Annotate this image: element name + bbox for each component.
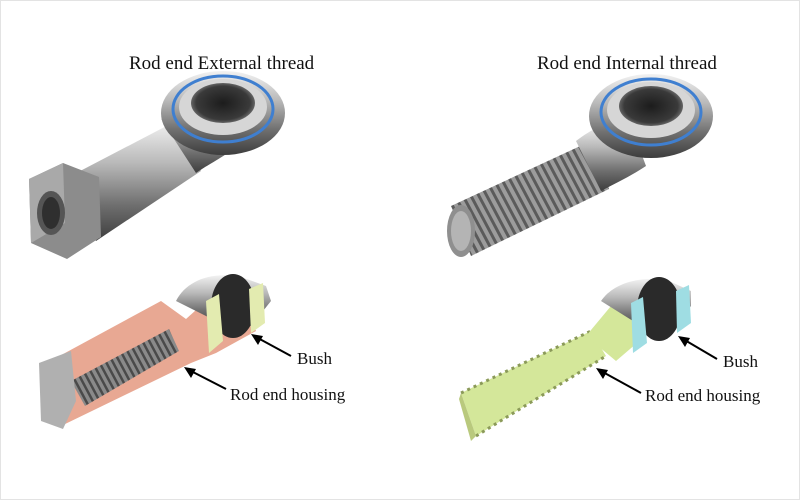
title-right: Rod end Internal thread [537, 53, 717, 74]
section-view-internal [459, 277, 718, 441]
callout-housing-left: Rod end housing [230, 385, 346, 404]
callout-housing-right: Rod end housing [645, 386, 761, 405]
rod-end-external-part [29, 71, 285, 259]
callout-bush-right: Bush [723, 352, 758, 371]
title-left: Rod end External thread [129, 53, 315, 74]
rod-end-internal-part [447, 74, 713, 257]
callout-bush-left: Bush [297, 349, 332, 368]
section-view-external [39, 274, 292, 429]
